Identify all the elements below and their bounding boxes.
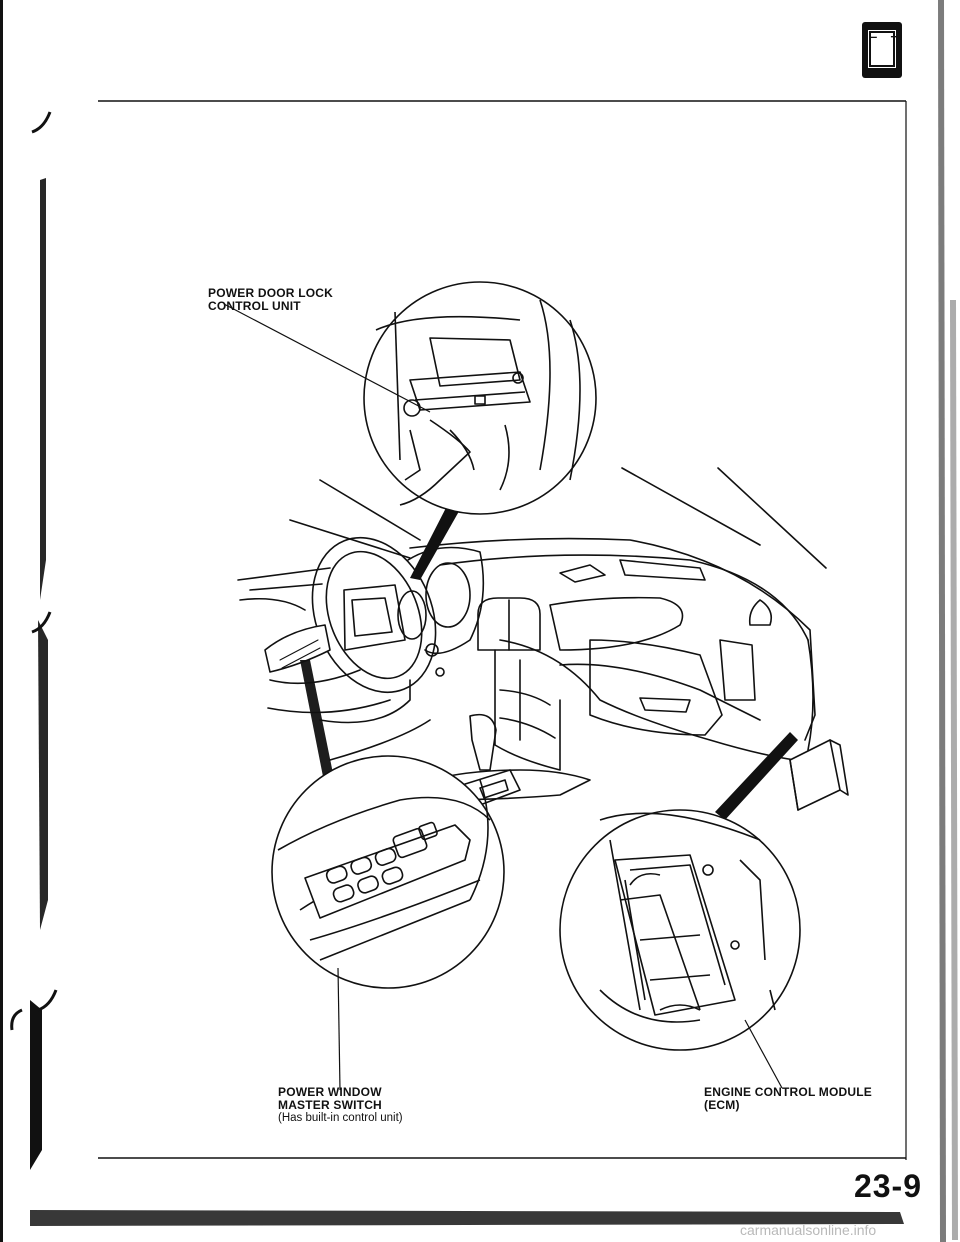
scan-corner-mark [37, 989, 58, 1012]
window-switch-note: (Has built-in control unit) [278, 1112, 403, 1124]
window-master-switch-label: POWER WINDOW MASTER SWITCH (Has built-in… [278, 1086, 403, 1125]
window-switch-label-line2: MASTER SWITCH [278, 1098, 382, 1112]
door-lock-label-line1: POWER DOOR LOCK [208, 286, 333, 300]
window-switch-label-line1: POWER WINDOW [278, 1085, 382, 1099]
inset-window-switch [271, 755, 505, 989]
scan-bracket [10, 1008, 23, 1031]
leader-lines [223, 303, 783, 1091]
ecm-label: ENGINE CONTROL MODULE (ECM) [704, 1086, 872, 1112]
bottom-scan-band [30, 1210, 904, 1226]
inset-door-lock [363, 281, 597, 515]
battery-icon [862, 22, 902, 78]
battery-plus-sign: + [890, 29, 898, 44]
dashboard-drawing [237, 467, 849, 811]
scan-corner-mark [31, 611, 52, 634]
ecm-label-line2: (ECM) [704, 1098, 740, 1112]
door-lock-label-line2: CONTROL UNIT [208, 299, 301, 313]
ecm-label-line1: ENGINE CONTROL MODULE [704, 1085, 872, 1099]
battery-sign-text: – + [870, 30, 898, 44]
door-lock-control-unit-label: POWER DOOR LOCK CONTROL UNIT [208, 287, 333, 313]
battery-minus-sign: – [870, 29, 878, 44]
scan-corner-mark [31, 111, 52, 134]
inset-ecm [559, 809, 801, 1051]
page-number: 23-9 [853, 1168, 922, 1204]
watermark: carmanualsonline.info [740, 1222, 877, 1238]
